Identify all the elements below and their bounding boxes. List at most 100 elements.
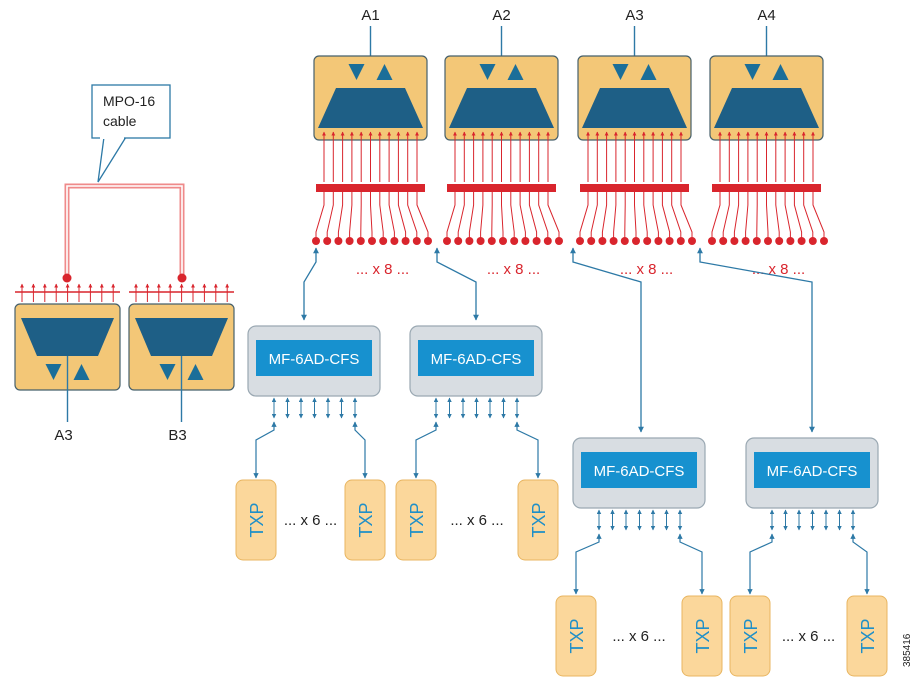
connector-dot-icon	[708, 237, 716, 245]
connector-dot-icon	[323, 237, 332, 245]
connector-dot-icon	[412, 237, 421, 245]
fiber-fanout	[745, 192, 749, 240]
connector-dot-icon	[521, 237, 530, 245]
fiber-fanout	[538, 192, 549, 240]
fiber-fanout	[812, 192, 825, 240]
mf-unit: MF-6AD-CFS TXP TXP ... x 6 ...	[235, 325, 386, 561]
fiber-fanout	[733, 192, 740, 240]
connector-dot-icon	[752, 237, 761, 245]
connector-dot-icon	[676, 237, 685, 245]
down-triangle-icon	[45, 364, 62, 380]
fiber-fanout	[370, 192, 373, 240]
callout-line-2: cable	[103, 113, 137, 129]
txp-link	[413, 421, 439, 479]
txp-box	[344, 479, 386, 561]
fiber-fanout	[601, 192, 608, 240]
txp-box	[517, 479, 559, 561]
mpo-cable-core	[66, 185, 183, 278]
port-multiplier: ... x 8 ...	[487, 261, 540, 278]
fiber-fanout	[634, 192, 637, 240]
connector-dot-icon	[609, 237, 618, 245]
connector-dot-icon	[688, 237, 696, 245]
connector-dot-icon	[786, 237, 795, 245]
txp-card: TXP	[395, 479, 437, 561]
mf-unit-panel	[581, 452, 697, 488]
txp-multiplier: ... x 6 ...	[284, 512, 337, 529]
txp-multiplier: ... x 6 ...	[782, 628, 835, 645]
up-triangle-icon	[772, 64, 789, 80]
fiber-fanout	[501, 192, 504, 240]
fiber-fanout	[711, 192, 721, 240]
connector-dot-icon	[741, 237, 750, 245]
connector-dot-icon	[510, 237, 519, 245]
fiber-fanout	[613, 192, 617, 240]
txp-link	[352, 421, 368, 479]
txp-card: TXP	[729, 595, 771, 677]
mpo-connector-bar	[447, 184, 556, 192]
txp-link	[850, 533, 870, 595]
fiber-fanout	[446, 192, 456, 240]
up-triangle-icon	[640, 64, 657, 80]
module-label: A3	[625, 7, 643, 24]
txp-label: TXP	[567, 618, 587, 653]
connector-dot-icon	[62, 273, 72, 283]
txp-link	[677, 533, 705, 595]
mf-unit-label: MF-6AD-CFS	[269, 351, 360, 368]
port-multiplier: ... x 8 ...	[620, 261, 673, 278]
txp-label: TXP	[741, 618, 761, 653]
mpo-cable	[64, 183, 185, 278]
txp-card: TXP	[517, 479, 559, 561]
mpo-connector-bar	[580, 184, 689, 192]
connector-dot-icon	[424, 237, 432, 245]
txp-label: TXP	[858, 618, 878, 653]
left-module: B3	[128, 283, 235, 444]
top-module: A1... x 8 ...	[312, 7, 432, 278]
down-triangle-icon	[479, 64, 496, 80]
down-triangle-icon	[348, 64, 365, 80]
txp-label: TXP	[693, 618, 713, 653]
up-triangle-icon	[73, 364, 90, 380]
connector-dot-icon	[499, 237, 507, 245]
top-module: A2... x 8 ...	[443, 7, 563, 278]
txp-box	[729, 595, 771, 677]
connector-dot-icon	[487, 237, 496, 245]
mf-unit-panel	[754, 452, 870, 488]
txp-box	[395, 479, 437, 561]
txp-link	[514, 421, 541, 479]
connector-dot-icon	[476, 237, 485, 245]
connector-dot-icon	[730, 237, 739, 245]
txp-card: TXP	[555, 595, 597, 677]
connector-dot-icon	[764, 237, 772, 245]
fiber-fanout	[803, 192, 814, 240]
fiber-fanout	[643, 192, 648, 240]
fiber-fanout	[661, 192, 671, 240]
connector-dot-icon	[368, 237, 376, 245]
connector-dot-icon	[587, 237, 596, 245]
fiber-fanout	[416, 192, 429, 240]
module-label: A4	[757, 7, 775, 24]
fiber-fanout	[528, 192, 538, 240]
txp-multiplier: ... x 6 ...	[450, 512, 503, 529]
fiber-fanout	[519, 192, 526, 240]
connector-dot-icon	[543, 237, 552, 245]
fiber-fanout	[468, 192, 475, 240]
fiber-fanout	[793, 192, 803, 240]
txp-card: TXP	[235, 479, 277, 561]
fiber-fanout	[652, 192, 659, 240]
mf-unit-label: MF-6AD-CFS	[767, 463, 858, 480]
fiber-fanout	[671, 192, 682, 240]
mf-uplink	[301, 247, 319, 321]
connector-dot-icon	[177, 273, 187, 283]
connector-dot-icon	[643, 237, 652, 245]
connector-dot-icon	[555, 237, 563, 245]
mf-unit-label: MF-6AD-CFS	[594, 463, 685, 480]
fiber-fanout	[337, 192, 344, 240]
left-mpo-assembly: MPO-16 cable	[62, 84, 187, 283]
txp-link	[747, 533, 775, 595]
up-triangle-icon	[507, 64, 524, 80]
fiber-fanout	[326, 192, 334, 240]
fiber-fanout	[457, 192, 465, 240]
port-multiplier: ... x 8 ...	[356, 261, 409, 278]
fiber-fanout	[766, 192, 769, 240]
txp-label: TXP	[356, 502, 376, 537]
